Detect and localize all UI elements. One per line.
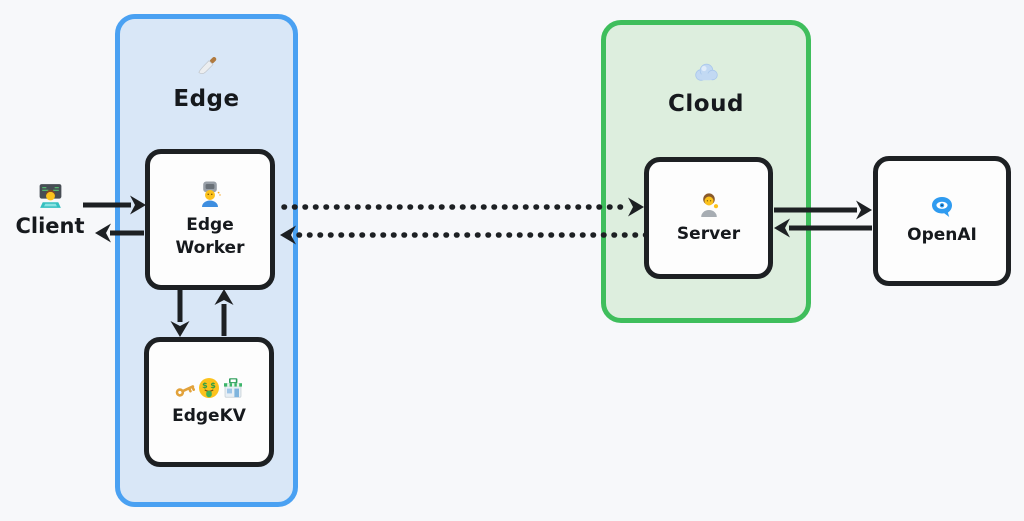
arrow-server-to-edge-worker bbox=[280, 225, 649, 245]
factory-worker-icon bbox=[196, 180, 224, 208]
svg-text:$: $ bbox=[202, 381, 208, 390]
svg-text:$: $ bbox=[210, 381, 216, 390]
cloud-icon bbox=[691, 59, 721, 85]
convenience-store-icon bbox=[222, 377, 244, 399]
person-tipping-hand-icon bbox=[696, 191, 722, 217]
client-label: Client bbox=[15, 214, 85, 238]
region-edge-label: Edge bbox=[173, 86, 240, 112]
money-mouth-icon: $ $ bbox=[198, 377, 220, 399]
region-cloud-label: Cloud bbox=[668, 91, 744, 117]
edgekv-label: EdgeKV bbox=[172, 405, 246, 426]
edgekv-icons: $ $ bbox=[174, 377, 244, 399]
technologist-icon bbox=[36, 182, 65, 211]
openai-label: OpenAI bbox=[907, 225, 977, 246]
node-client: Client bbox=[2, 182, 98, 238]
server-label: Server bbox=[676, 223, 741, 244]
node-server: Server bbox=[644, 157, 773, 279]
key-icon bbox=[174, 377, 196, 399]
knife-icon bbox=[193, 53, 220, 80]
node-edge-worker: Edge Worker bbox=[145, 149, 275, 290]
eye-in-speech-bubble-icon bbox=[930, 195, 954, 218]
edge-worker-label: Edge Worker bbox=[175, 215, 245, 258]
node-openai: OpenAI bbox=[873, 156, 1011, 286]
node-edgekv: $ $ EdgeKV bbox=[144, 337, 274, 467]
arrow-edge-worker-to-server bbox=[281, 197, 644, 217]
